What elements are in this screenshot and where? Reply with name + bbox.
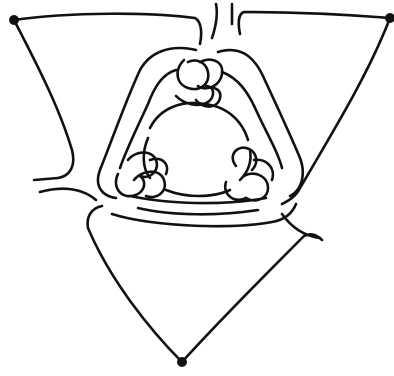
band-outer-right [218,50,303,196]
vertex-top-left [9,15,19,25]
frame-bottom-left-edge [88,206,182,362]
top-clasp-1 [178,60,209,89]
vertex-top-right [385,13,394,23]
right-clasp-2 [244,174,268,201]
frame-bottom-right-edge [182,234,322,362]
frame-left-edge [14,20,73,180]
left-clasp-2 [116,174,144,196]
band-inner-right [222,72,282,168]
vertices [9,13,394,367]
inner-circle-bottom [166,190,230,196]
frame-left-lower [40,189,96,200]
inner-circle-top [150,103,248,140]
right-clasp-1 [233,148,257,170]
band-inner-bottom [138,208,258,214]
frame-top-right-arc [239,12,390,34]
vertex-bottom [177,357,187,367]
frame-right-edge [282,18,390,204]
frame-top-stem-left [212,4,217,38]
knot-strands [14,4,390,362]
frame-top-left-arc [14,14,201,44]
